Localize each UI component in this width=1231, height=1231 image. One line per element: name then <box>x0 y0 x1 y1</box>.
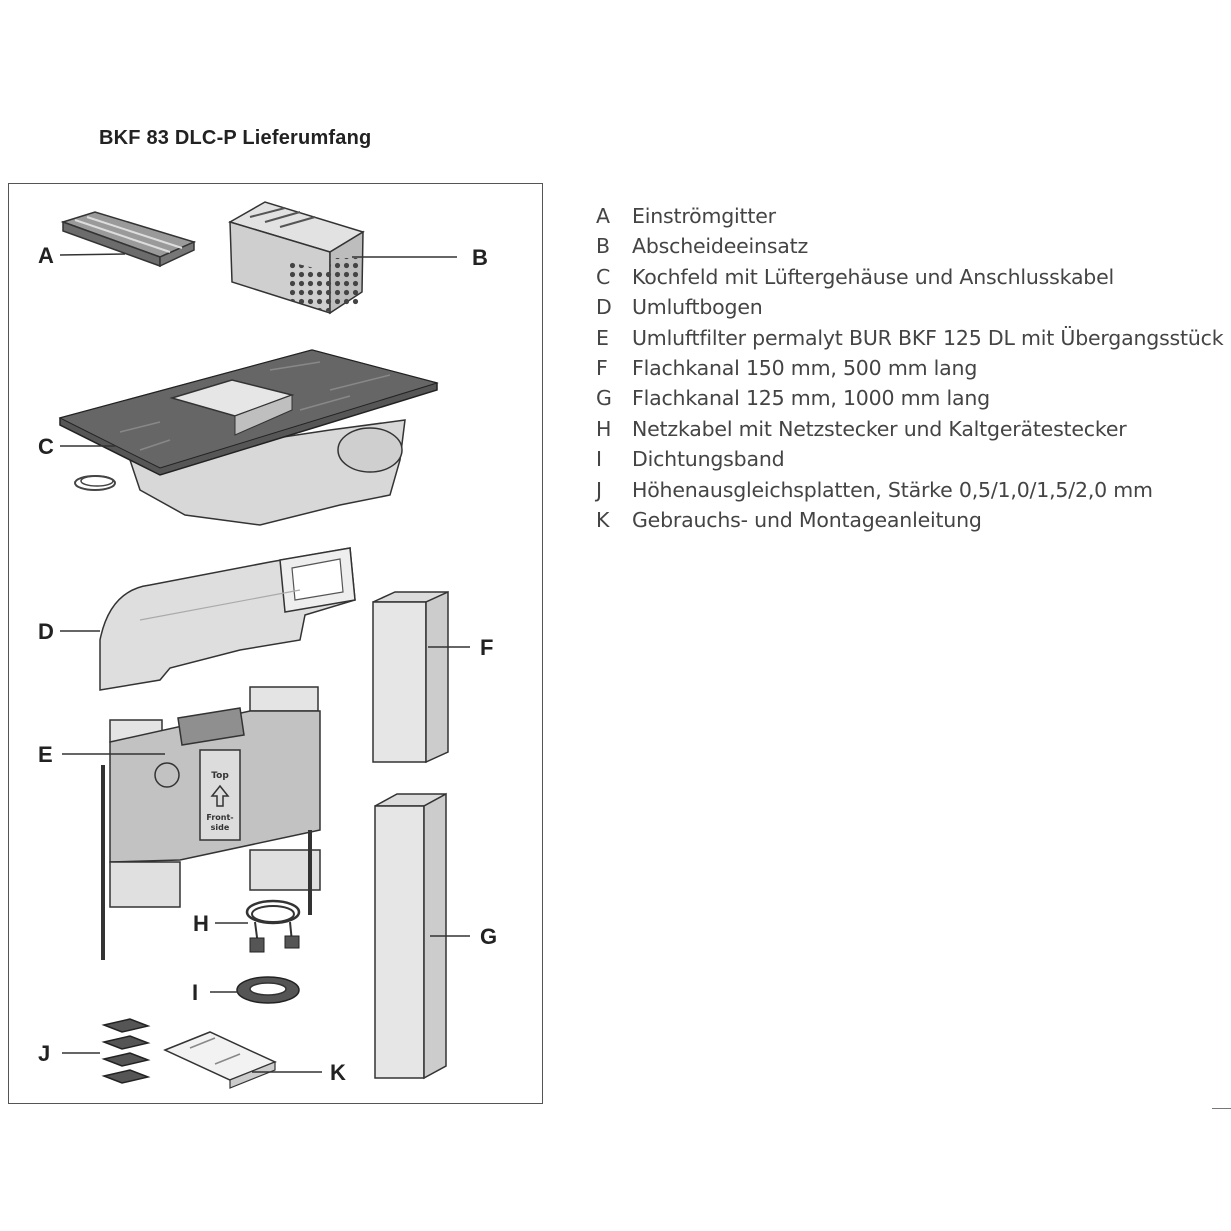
legend-text: Gebrauchs- und Montageanleitung <box>632 507 982 532</box>
label-f: F <box>480 635 493 660</box>
legend-text: Höhenausgleichsplatten, Stärke 0,5/1,0/1… <box>632 477 1153 502</box>
label-j: J <box>38 1041 50 1066</box>
label-g: G <box>480 924 497 949</box>
part-e-recirculation-filter: Top Front- side <box>101 686 321 960</box>
legend-text: Umluftfilter permalyt BUR BKF 125 DL mit… <box>632 325 1224 350</box>
label-c: C <box>38 434 54 459</box>
part-i-sealing-tape <box>236 976 300 1004</box>
legend-key: J <box>596 477 603 502</box>
legend-key: C <box>596 264 611 289</box>
legend-text: Abscheideeinsatz <box>632 234 809 259</box>
legend-text: Flachkanal 125 mm, 1000 mm lang <box>632 386 990 411</box>
legend-key: F <box>596 355 608 380</box>
label-b: B <box>472 245 488 270</box>
legend-text: Netzkabel mit Netzstecker und Kaltgeräte… <box>632 416 1127 441</box>
label-h: H <box>193 911 209 936</box>
legend-text: Flachkanal 150 mm, 500 mm lang <box>632 355 978 380</box>
legend-key: K <box>596 507 610 532</box>
part-h-power-cable <box>245 899 301 953</box>
label-d: D <box>38 619 54 644</box>
legend-key: A <box>596 204 611 228</box>
label-e: E <box>38 742 53 767</box>
legend-key: D <box>596 295 612 320</box>
part-b-separator-insert <box>228 201 365 315</box>
label-k: K <box>330 1060 346 1085</box>
e-plate-top-text: Top <box>211 771 229 781</box>
scope-of-delivery-frame <box>8 183 543 1104</box>
leader-lines <box>59 253 470 1073</box>
legend-text: Umluftbogen <box>632 295 763 320</box>
part-d-recirculation-bend <box>99 547 356 691</box>
legend-key: E <box>596 325 609 350</box>
part-a-inlet-grille <box>60 211 197 268</box>
legend-text: Kochfeld mit Lüftergehäuse und Anschluss… <box>632 264 1115 289</box>
label-a: A <box>38 243 54 268</box>
legend-key: G <box>596 386 612 411</box>
part-j-height-plates <box>101 1018 151 1084</box>
legend-key: H <box>596 416 612 441</box>
part-k-manual <box>163 1031 277 1089</box>
page-title: BKF 83 DLC-P Lieferumfang <box>99 127 372 149</box>
e-plate-side-text: side <box>211 823 230 832</box>
legend-text: Einströmgitter <box>632 204 776 228</box>
legend-key: I <box>596 447 603 472</box>
legend-text: Dichtungsband <box>632 447 785 472</box>
part-c-cooktop-fan-housing <box>58 349 439 526</box>
label-i: I <box>192 980 198 1005</box>
part-f-flat-duct-150 <box>372 590 449 764</box>
e-plate-front-text: Front- <box>206 813 233 822</box>
legend-key: B <box>596 234 611 259</box>
corner-rule <box>1212 1108 1231 1109</box>
